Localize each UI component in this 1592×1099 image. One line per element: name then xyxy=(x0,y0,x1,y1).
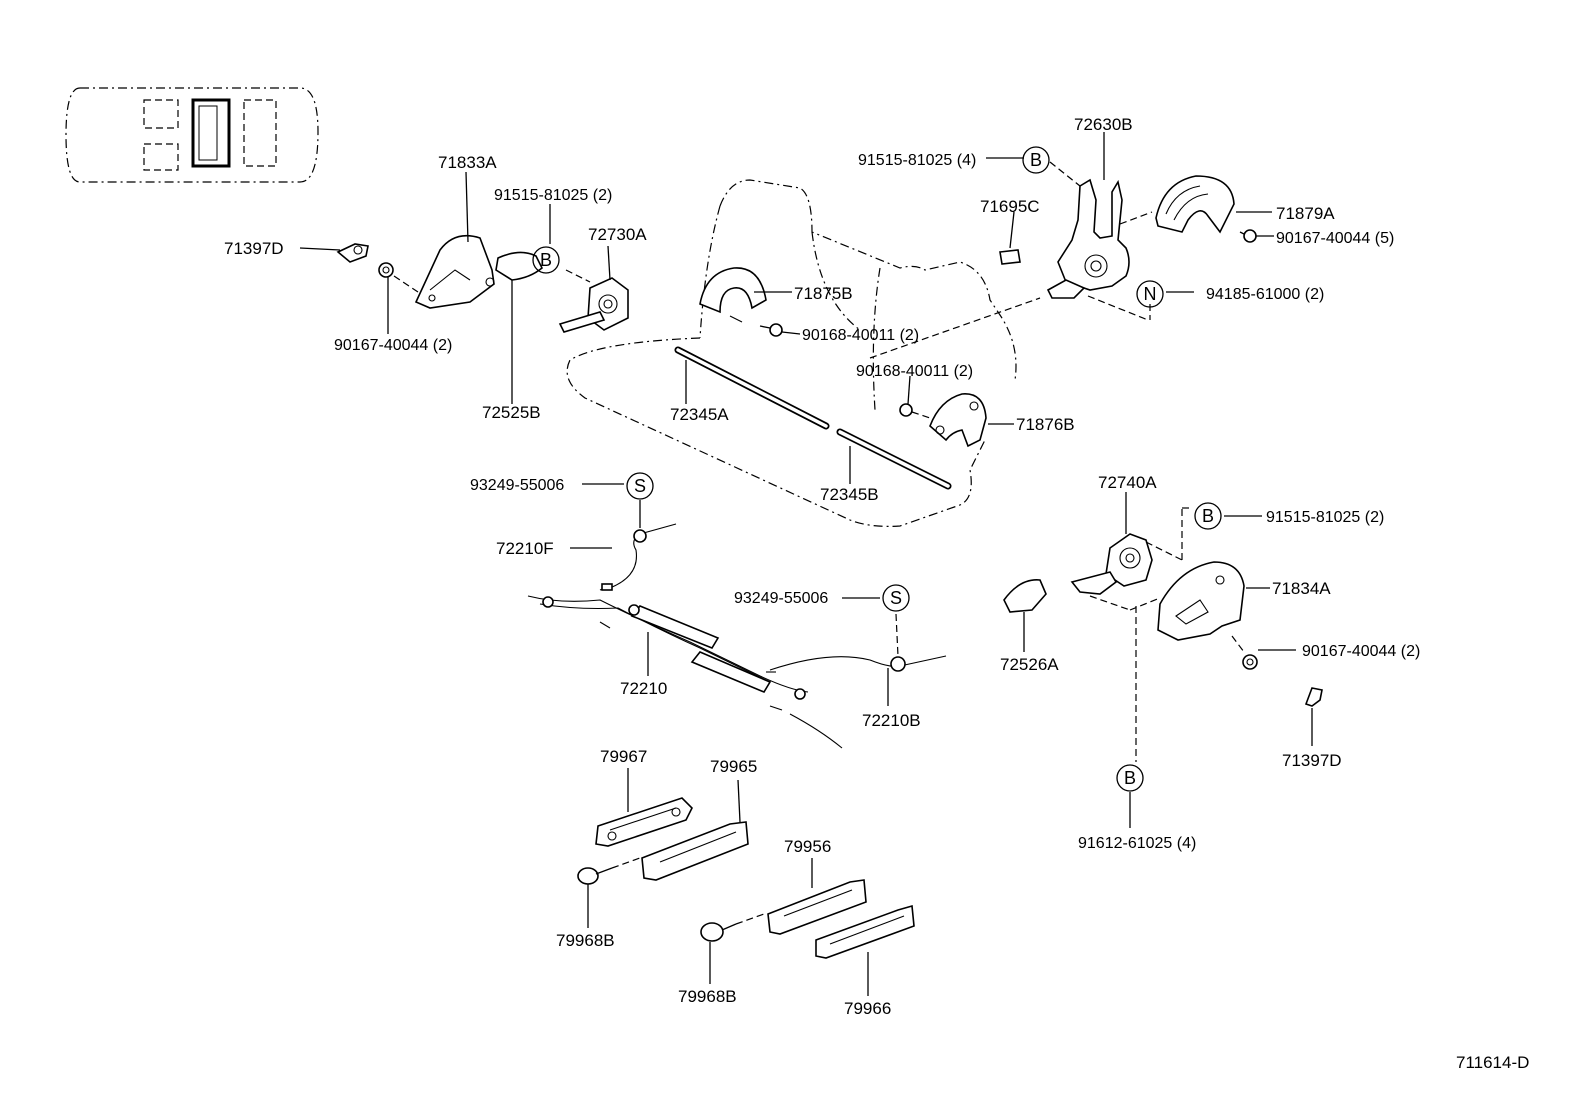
clip-71397D-right xyxy=(1304,687,1323,707)
bolt-90167-40044-left xyxy=(378,262,419,293)
callout-B-2: B xyxy=(1022,146,1050,174)
svg-text:B: B xyxy=(540,250,552,270)
pin-79968B-bottom xyxy=(700,913,765,942)
leader-lines xyxy=(299,132,1313,996)
label-72740A: 72740A xyxy=(1098,473,1157,492)
svg-text:S: S xyxy=(634,476,646,496)
label-72210F: 72210F xyxy=(496,539,554,558)
handle-72525B xyxy=(495,251,543,281)
label-79968B-left: 79968B xyxy=(556,931,615,950)
svg-text:B: B xyxy=(1202,506,1214,526)
svg-text:S: S xyxy=(890,588,902,608)
label-91515-81025-top-left: 91515-81025 (2) xyxy=(494,187,612,204)
recliner-72730A xyxy=(558,269,629,333)
label-71876B: 71876B xyxy=(1016,415,1075,434)
label-90167-40044-left: 90167-40044 (2) xyxy=(334,337,452,354)
screw-90168-40011-b xyxy=(899,403,931,419)
label-94185-61000: 94185-61000 (2) xyxy=(1206,286,1324,303)
label-71397D-left: 71397D xyxy=(224,239,284,258)
label-79966: 79966 xyxy=(844,999,891,1018)
cover-79956 xyxy=(767,879,867,935)
callout-B-1: B xyxy=(532,246,560,274)
label-90167-40044-right-bottom: 90167-40044 (2) xyxy=(1302,643,1420,660)
label-71695C: 71695C xyxy=(980,197,1040,216)
label-72730A: 72730A xyxy=(588,225,647,244)
label-93249-55006-b: 93249-55006 xyxy=(734,590,828,607)
diagram-code: 711614-D xyxy=(1456,1053,1529,1072)
vehicle-locator-inset xyxy=(65,87,319,183)
svg-text:B: B xyxy=(1030,150,1042,170)
label-71397D-right: 71397D xyxy=(1282,751,1342,770)
recliner-72740A xyxy=(1070,533,1153,595)
cover-79967 xyxy=(595,797,693,847)
cable-72210F xyxy=(599,523,677,591)
cover-71879A xyxy=(1155,175,1235,234)
label-72526A: 72526A xyxy=(1000,655,1059,674)
callout-N: N xyxy=(1136,280,1164,308)
callout-S-1: S xyxy=(626,472,654,500)
label-91515-81025-mid-right: 91515-81025 (2) xyxy=(1266,509,1384,526)
label-71875B: 71875B xyxy=(794,284,853,303)
label-72630B: 72630B xyxy=(1074,115,1133,134)
cable-72210 xyxy=(527,595,843,749)
label-91612-61025: 91612-61025 (4) xyxy=(1078,835,1196,852)
label-71879A: 71879A xyxy=(1276,204,1335,223)
svg-text:B: B xyxy=(1124,768,1136,788)
cover-71875B xyxy=(699,267,767,323)
label-90168-40011-a: 90168-40011 (2) xyxy=(802,327,919,344)
label-79965: 79965 xyxy=(710,757,757,776)
label-72345A: 72345A xyxy=(670,405,729,424)
handle-72526A xyxy=(1003,579,1047,613)
clip-71397D-left xyxy=(336,243,369,263)
seat-outline xyxy=(566,179,1017,527)
cover-79965 xyxy=(641,821,749,881)
label-79967: 79967 xyxy=(600,747,647,766)
label-79956: 79956 xyxy=(784,837,831,856)
part-labels: 71833A 71397D 90167-40044 (2) 91515-8102… xyxy=(224,115,1420,1018)
rod-72345A xyxy=(674,346,830,430)
rod-72345B xyxy=(836,428,952,490)
label-71834A: 71834A xyxy=(1272,579,1331,598)
cover-71876B xyxy=(929,393,987,448)
bolt-90167-40044-right-bottom xyxy=(1231,635,1258,670)
label-91515-81025-top-right: 91515-81025 (4) xyxy=(858,152,976,169)
pad-71695C xyxy=(999,249,1021,265)
pin-79968B-left xyxy=(577,857,641,885)
label-79968B-bottom: 79968B xyxy=(678,987,737,1006)
cable-72210B xyxy=(766,655,947,673)
label-72525B: 72525B xyxy=(482,403,541,422)
label-72210: 72210 xyxy=(620,679,667,698)
bolt-90167-40044-right-top xyxy=(1239,229,1257,243)
cover-79966 xyxy=(815,904,915,959)
callout-B-3: B xyxy=(1194,502,1222,530)
screw-90168-40011-a xyxy=(759,323,783,337)
cover-71834A xyxy=(1157,561,1245,641)
label-90167-40044-right-top: 90167-40044 (5) xyxy=(1276,230,1394,247)
recliner-72630B xyxy=(1046,178,1130,299)
cover-71833A xyxy=(414,234,495,309)
svg-text:N: N xyxy=(1144,284,1157,304)
label-72345B: 72345B xyxy=(820,485,879,504)
callout-S-2: S xyxy=(882,584,910,612)
label-90168-40011-b: 90168-40011 (2) xyxy=(856,363,973,380)
label-93249-55006-a: 93249-55006 xyxy=(470,477,564,494)
callout-B-4: B xyxy=(1116,764,1144,792)
label-72210B: 72210B xyxy=(862,711,921,730)
label-71833A: 71833A xyxy=(438,153,497,172)
